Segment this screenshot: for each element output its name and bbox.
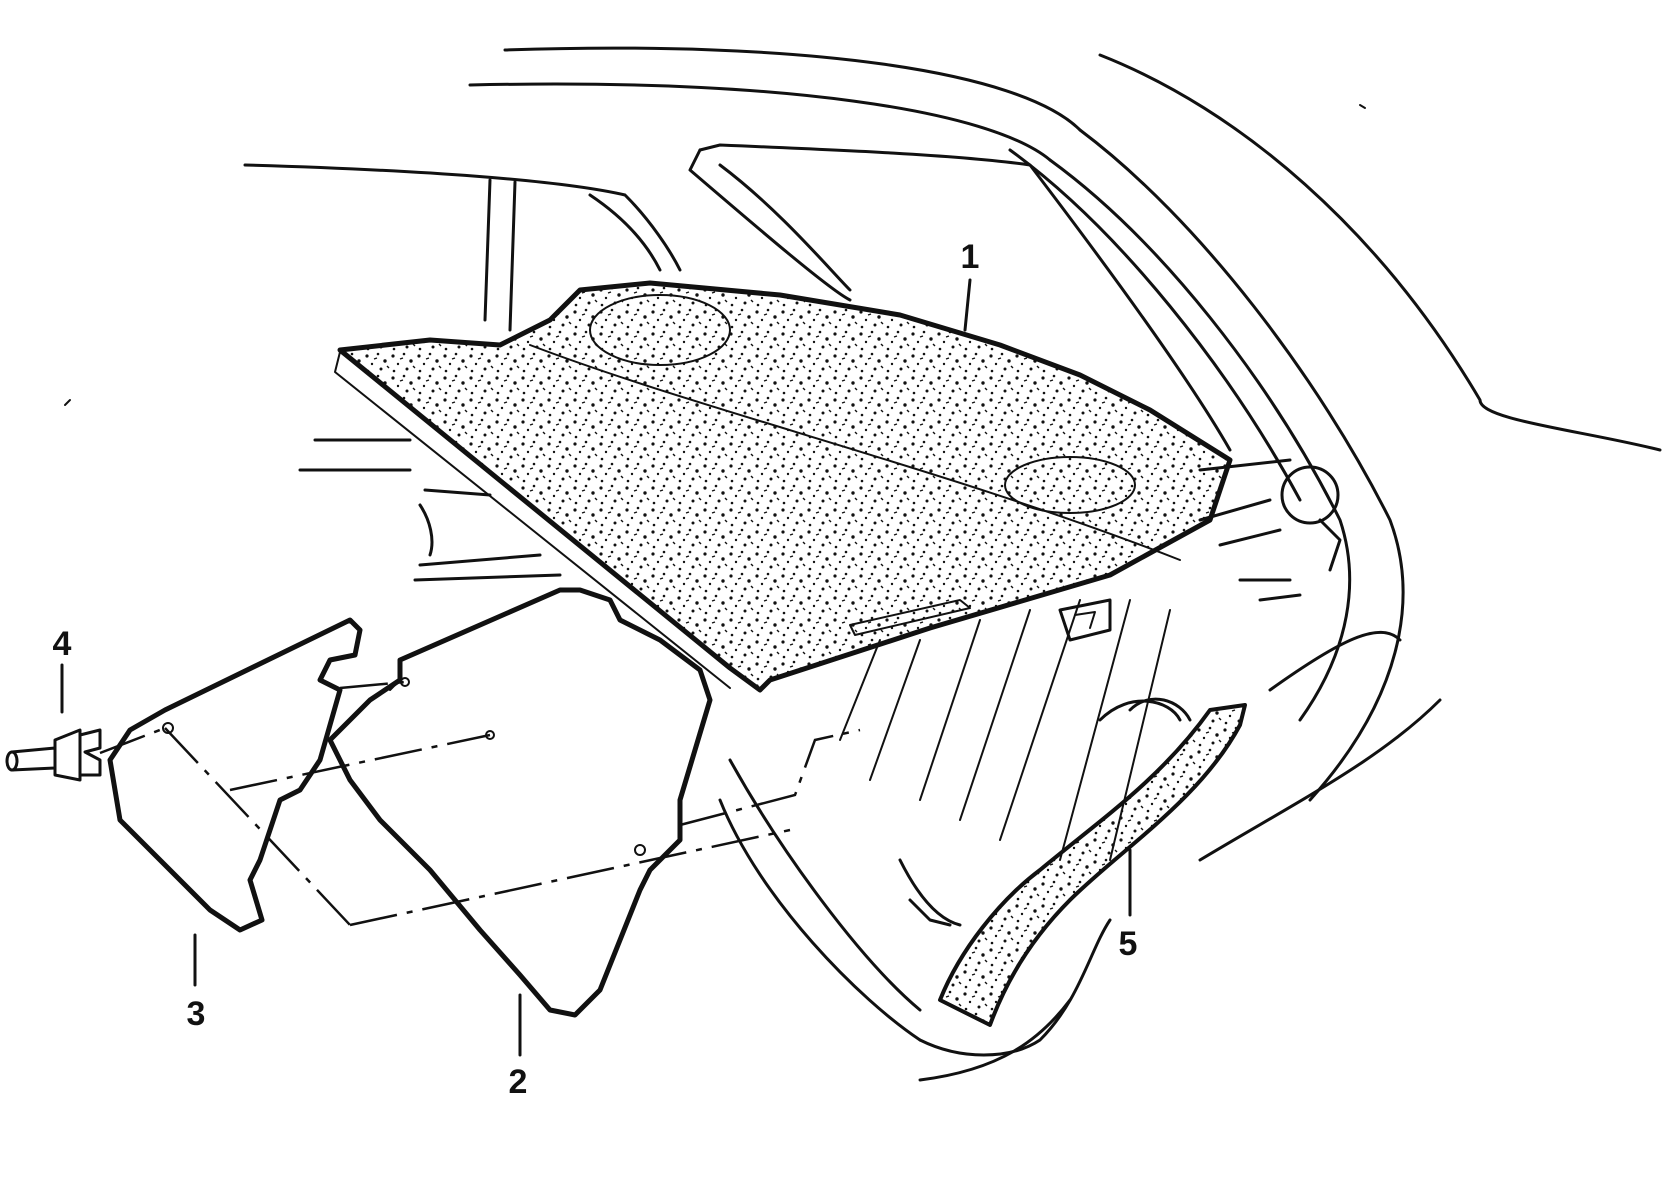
cover-panel — [107, 617, 363, 933]
car-body-outline — [64, 46, 1662, 1082]
leader-lines — [60, 278, 1132, 1057]
side-trim-panel — [327, 587, 713, 1018]
callout-2: 2 — [509, 1063, 528, 1101]
callout-3: 3 — [187, 995, 206, 1033]
parcel-shelf — [334, 280, 1233, 693]
callout-5: 5 — [1119, 925, 1138, 963]
trim-clip-icon — [5, 728, 102, 782]
callout-1: 1 — [961, 238, 980, 276]
assembly-lines — [99, 680, 861, 927]
sealing-strip — [938, 703, 1247, 1027]
callout-4: 4 — [53, 625, 72, 663]
